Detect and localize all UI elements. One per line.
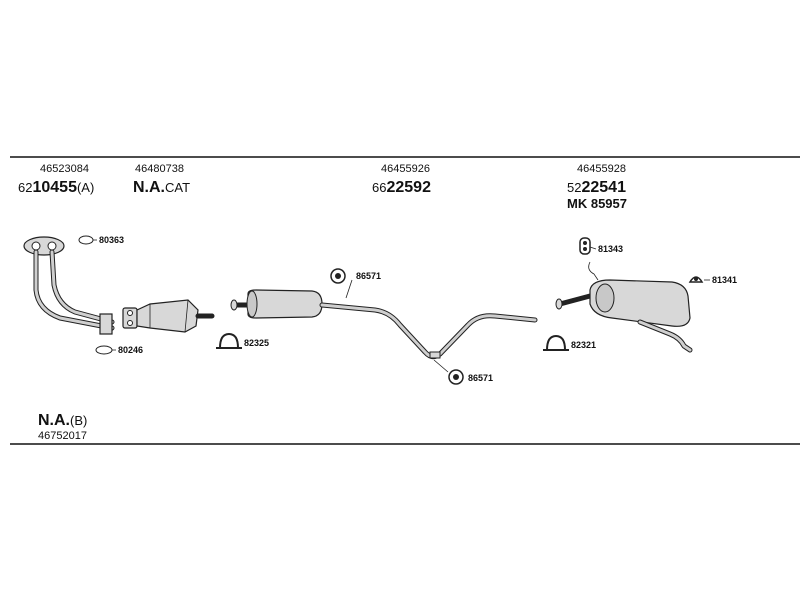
kit-col4: MK 85957	[567, 196, 627, 211]
footer-code: N.A.(B)	[38, 412, 87, 429]
callout-86571-bottom: 86571	[468, 373, 493, 383]
callout-86571-top: 86571	[356, 271, 381, 281]
part-number-col2: 46480738	[135, 163, 184, 175]
callout-82325: 82325	[244, 338, 269, 348]
rear-silencer	[555, 261, 693, 353]
clamp-rear-icon	[543, 334, 569, 351]
hanger-mid-top-icon	[330, 268, 353, 299]
callout-80246: 80246	[118, 345, 143, 355]
callout-82321: 82321	[571, 340, 596, 350]
code-col2: N.A.CAT	[133, 179, 190, 196]
hanger-mid-bottom-icon	[433, 359, 464, 385]
front-pipe	[23, 236, 115, 335]
part-number-col4: 46455928	[577, 163, 626, 175]
hanger-rear-side-icon	[688, 276, 710, 283]
part-number-col1: 46523084	[40, 163, 89, 175]
hanger-rear-top-icon	[579, 237, 597, 255]
footer-part-number: 46752017	[38, 430, 87, 442]
code-col1: 6210455(A)	[18, 179, 94, 196]
middle-silencer	[230, 289, 538, 360]
callout-81341: 81341	[712, 275, 737, 285]
code-col3: 6622592	[372, 179, 431, 196]
code-col4: 5222541	[567, 179, 626, 196]
part-number-col3: 46455926	[381, 163, 430, 175]
callout-80363: 80363	[99, 235, 124, 245]
callout-81343: 81343	[598, 244, 623, 254]
gasket-front-icon	[78, 235, 97, 245]
catalytic-converter	[122, 299, 215, 333]
clamp-front-icon	[216, 332, 242, 349]
gasket-lower-icon	[95, 345, 116, 355]
